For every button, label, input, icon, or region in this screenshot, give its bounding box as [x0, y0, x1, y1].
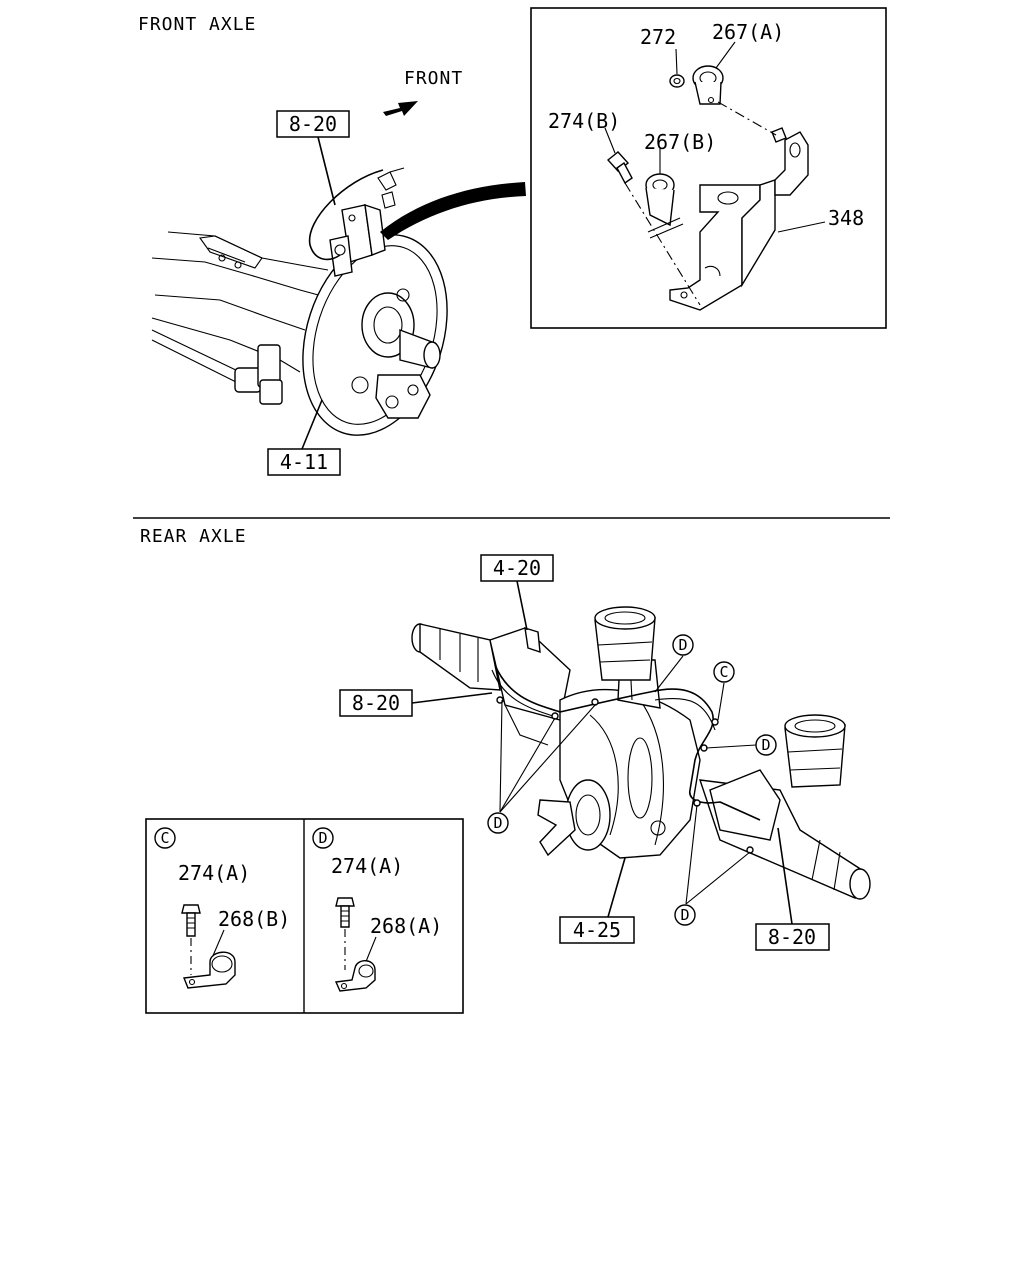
label-267b[interactable]: 267(B): [644, 130, 716, 154]
svg-text:D: D: [680, 906, 689, 924]
rear-ref-4-25-box: [559, 916, 635, 944]
front-axle-beam: [151, 231, 329, 373]
legend-c-clip-label[interactable]: 268(B): [218, 907, 290, 931]
label-274b[interactable]: 274(B): [548, 109, 620, 133]
legend-c-bolt-label[interactable]: 274(A): [178, 861, 250, 885]
label-348[interactable]: 348: [828, 206, 864, 230]
rear-ref-8-20-left-box: [339, 689, 413, 717]
rear-ref-4-20-box: [480, 554, 554, 582]
mark-d-bottom[interactable]: D: [674, 904, 696, 926]
legend-mark-d: D: [312, 827, 334, 849]
rear-right-axle-tube: [698, 769, 871, 900]
front-tie-rod: [151, 329, 283, 405]
front-ref-8-20[interactable]: 8-20: [289, 112, 337, 136]
mark-d-top[interactable]: D: [672, 634, 694, 656]
rear-ref-8-20-right-box: [755, 923, 830, 951]
rear-left-spring-seat: [489, 627, 571, 746]
svg-text:D: D: [493, 814, 502, 832]
front-ref-4-11[interactable]: 4-11: [280, 450, 328, 474]
rear-brake-chamber-left: [594, 606, 656, 681]
label-272[interactable]: 272: [640, 25, 676, 49]
rear-brake-pipe: [494, 664, 761, 821]
rear-ref-8-20-left[interactable]: 8-20: [352, 691, 400, 715]
rear-axle-title: REAR AXLE: [140, 526, 247, 547]
clamp-267a: [692, 65, 724, 105]
svg-text:C: C: [160, 829, 169, 847]
front-sensor-bracket: [308, 167, 405, 277]
clamp-267b: [645, 173, 675, 227]
rear-ref-4-20[interactable]: 4-20: [493, 556, 541, 580]
front-ref-8-20-box: [276, 110, 350, 138]
rear-ref-8-20-right[interactable]: 8-20: [768, 925, 816, 949]
front-direction-label: FRONT: [404, 68, 463, 89]
legend-d-clip: [334, 960, 376, 992]
legend-d-bolt: [335, 897, 355, 928]
mark-d-left[interactable]: D: [487, 812, 509, 834]
svg-text:D: D: [318, 829, 327, 847]
legend-mark-c: C: [154, 827, 176, 849]
rear-left-axle-tube: [411, 623, 501, 691]
bolt-274b: [606, 151, 633, 185]
svg-text:D: D: [761, 736, 770, 754]
legend-d-bolt-label[interactable]: 274(A): [331, 854, 403, 878]
mark-c[interactable]: C: [713, 661, 735, 683]
front-axle-title: FRONT AXLE: [138, 14, 256, 35]
front-direction-arrow: [383, 101, 418, 116]
rear-pinion-flange: [537, 779, 611, 857]
label-267a[interactable]: 267(A): [712, 20, 784, 44]
legend-c-bolt: [181, 904, 201, 937]
rear-ref-4-25[interactable]: 4-25: [573, 918, 621, 942]
front-ref-4-11-box: [267, 448, 341, 476]
detail-pointer: [380, 182, 526, 240]
legend-c-clip: [183, 951, 236, 989]
bracket-348: [669, 131, 809, 311]
svg-text:C: C: [719, 663, 728, 681]
nut-272: [669, 74, 685, 88]
svg-text:D: D: [678, 636, 687, 654]
front-brake-assembly: [302, 234, 448, 436]
rear-brake-chamber-right: [784, 714, 846, 788]
legend-d-clip-label[interactable]: 268(A): [370, 914, 442, 938]
mark-d-right[interactable]: D: [755, 734, 777, 756]
bracket-bolt: [771, 127, 787, 143]
